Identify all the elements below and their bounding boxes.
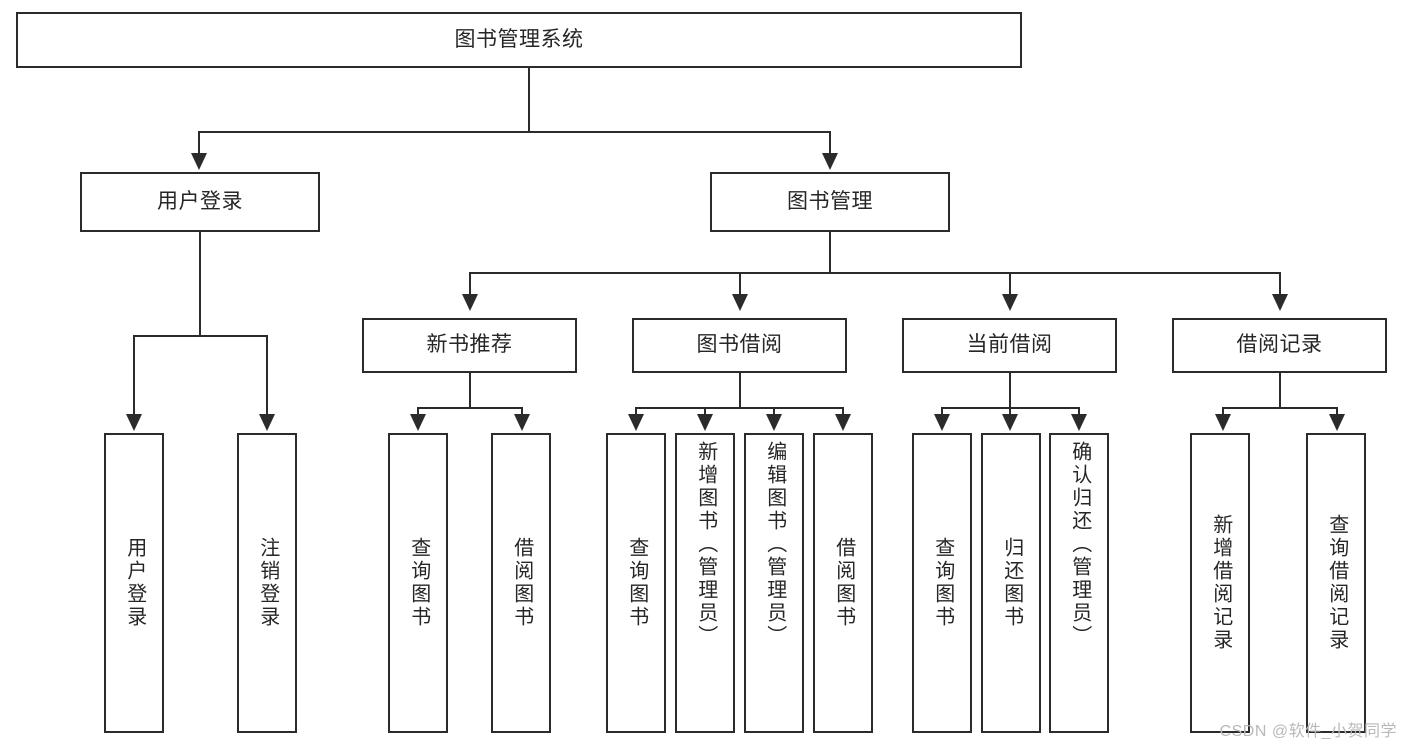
node-label: 图书借阅 — [696, 333, 783, 357]
arrowhead-borrow-record-leaf-1 — [1215, 414, 1231, 431]
node-label: 查询图书 — [931, 537, 954, 629]
leaf-edit-book-admin[interactable]: 编辑图书（管理员） — [744, 433, 804, 733]
node-label: 查询图书 — [407, 537, 430, 629]
connector-current-borrow-stem — [1009, 373, 1011, 408]
connector-user-login-left-drop — [133, 335, 135, 417]
node-label: 借阅记录 — [1236, 333, 1323, 357]
connector-borrow-record-stem — [1279, 373, 1281, 408]
csdn-watermark: CSDN @软件_小贺同学 — [1219, 723, 1397, 740]
node-label: 图书管理系统 — [454, 27, 584, 51]
connector-new-book-drop-1 — [417, 407, 419, 417]
leaf-add-borrow-record[interactable]: 新增借阅记录 — [1190, 433, 1250, 733]
node-label: 新增图书（管理员） — [694, 441, 717, 648]
node-label: 当前借阅 — [966, 333, 1053, 357]
node-label: 编辑图书（管理员） — [763, 441, 786, 648]
arrowhead-user-login-leaf-1 — [126, 414, 142, 431]
connector-book-borrow-bus — [635, 407, 844, 409]
connector-book-manage-stem — [829, 232, 831, 273]
node-label: 查询借阅记录 — [1325, 514, 1348, 652]
node-label: 新增借阅记录 — [1209, 514, 1232, 652]
arrowhead-book-manage-child-1 — [462, 294, 478, 311]
node-book-manage[interactable]: 图书管理 — [710, 172, 950, 232]
arrowhead-book-manage-child-3 — [1002, 294, 1018, 311]
leaf-borrow-book[interactable]: 借阅图书 — [813, 433, 873, 733]
connector-borrow-record-drop-2 — [1336, 407, 1338, 417]
leaf-user-login[interactable]: 用户登录 — [104, 433, 164, 733]
connector-book-manage-drop-2 — [739, 272, 741, 296]
arrowhead-root-to-user-login — [191, 153, 207, 170]
node-root-system[interactable]: 图书管理系统 — [16, 12, 1022, 68]
connector-root-to-book-manage — [829, 131, 831, 155]
connector-current-borrow-drop-1 — [941, 407, 943, 417]
connector-new-book-drop-2 — [521, 407, 523, 417]
connector-current-borrow-drop-3 — [1078, 407, 1080, 417]
node-borrow-record[interactable]: 借阅记录 — [1172, 318, 1387, 373]
arrowhead-current-borrow-leaf-1 — [934, 414, 950, 431]
arrowhead-new-book-leaf-2 — [514, 414, 530, 431]
leaf-return-book[interactable]: 归还图书 — [981, 433, 1041, 733]
node-label: 新书推荐 — [426, 333, 513, 357]
arrowhead-book-manage-child-2 — [732, 294, 748, 311]
connector-book-manage-drop-3 — [1009, 272, 1011, 296]
leaf-add-book-admin[interactable]: 新增图书（管理员） — [675, 433, 735, 733]
connector-book-manage-bus — [469, 272, 1281, 274]
connector-user-login-right-drop — [266, 335, 268, 417]
node-label: 借阅图书 — [510, 537, 533, 629]
arrowhead-book-borrow-leaf-3 — [766, 414, 782, 431]
connector-new-book-stem — [469, 373, 471, 408]
connector-book-borrow-drop-2 — [704, 407, 706, 417]
arrowhead-current-borrow-leaf-3 — [1071, 414, 1087, 431]
leaf-borrow-book-recommend[interactable]: 借阅图书 — [491, 433, 551, 733]
leaf-query-book-current[interactable]: 查询图书 — [912, 433, 972, 733]
connector-book-manage-drop-1 — [469, 272, 471, 296]
connector-book-borrow-drop-1 — [635, 407, 637, 417]
arrowhead-new-book-leaf-1 — [410, 414, 426, 431]
connector-user-login-bus — [133, 335, 267, 337]
connector-user-login-stem — [199, 232, 201, 336]
connector-new-book-bus — [417, 407, 522, 409]
arrowhead-book-manage-child-4 — [1272, 294, 1288, 311]
node-label: 借阅图书 — [832, 537, 855, 629]
node-label: 归还图书 — [1000, 537, 1023, 629]
connector-current-borrow-drop-2 — [1009, 407, 1011, 417]
node-book-borrow[interactable]: 图书借阅 — [632, 318, 847, 373]
node-label: 用户登录 — [123, 537, 146, 629]
arrowhead-borrow-record-leaf-2 — [1329, 414, 1345, 431]
connector-borrow-record-bus — [1222, 407, 1337, 409]
leaf-query-borrow-record[interactable]: 查询借阅记录 — [1306, 433, 1366, 733]
node-label: 用户登录 — [157, 189, 243, 213]
connector-book-manage-drop-4 — [1279, 272, 1281, 296]
arrowhead-root-to-book-manage — [822, 153, 838, 170]
arrowhead-user-login-leaf-2 — [259, 414, 275, 431]
connector-book-borrow-stem — [739, 373, 741, 408]
node-current-borrow[interactable]: 当前借阅 — [902, 318, 1117, 373]
arrowhead-book-borrow-leaf-1 — [628, 414, 644, 431]
connector-borrow-record-drop-1 — [1222, 407, 1224, 417]
leaf-logout-login[interactable]: 注销登录 — [237, 433, 297, 733]
connector-root-bus — [198, 131, 830, 133]
connector-book-borrow-drop-4 — [842, 407, 844, 417]
arrowhead-book-borrow-leaf-2 — [697, 414, 713, 431]
connector-root-stem — [528, 68, 530, 132]
node-label: 图书管理 — [787, 189, 873, 213]
connector-book-borrow-drop-3 — [773, 407, 775, 417]
node-label: 注销登录 — [256, 537, 279, 629]
leaf-query-book-recommend[interactable]: 查询图书 — [388, 433, 448, 733]
node-new-book-recommend[interactable]: 新书推荐 — [362, 318, 577, 373]
node-user-login[interactable]: 用户登录 — [80, 172, 320, 232]
arrowhead-current-borrow-leaf-2 — [1002, 414, 1018, 431]
node-label: 确认归还（管理员） — [1068, 441, 1091, 648]
arrowhead-book-borrow-leaf-4 — [835, 414, 851, 431]
leaf-query-book-borrow[interactable]: 查询图书 — [606, 433, 666, 733]
leaf-confirm-return-admin[interactable]: 确认归还（管理员） — [1049, 433, 1109, 733]
node-label: 查询图书 — [625, 537, 648, 629]
connector-root-to-user-login — [198, 131, 200, 155]
